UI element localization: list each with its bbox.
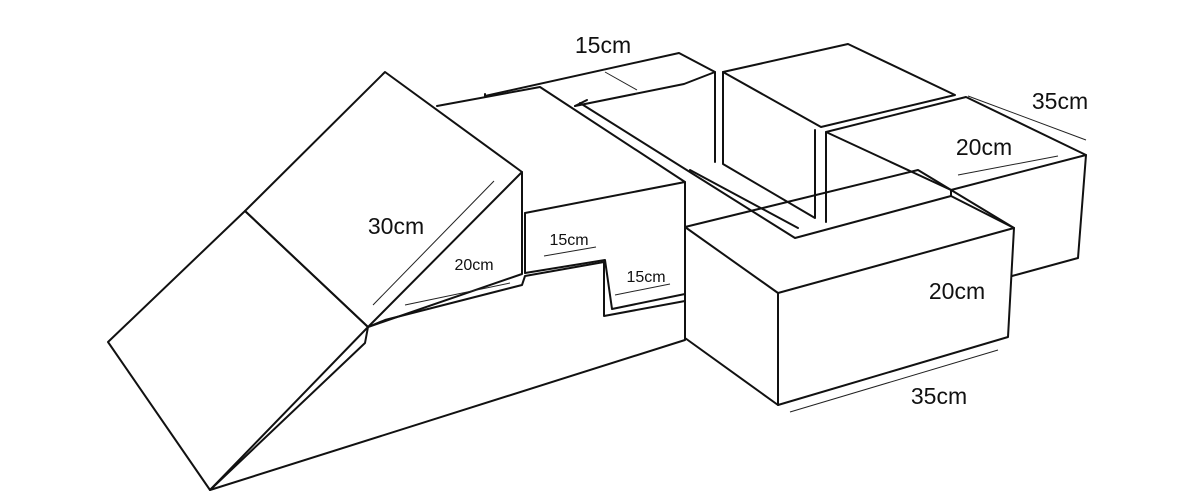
label-step-lower: 15cm xyxy=(626,269,665,286)
top-right-dimension-line xyxy=(967,95,1087,141)
channel-base xyxy=(579,102,1015,239)
label-front-block-height: 20cm xyxy=(929,278,985,304)
ramp-block xyxy=(107,210,369,491)
label-slope-length: 30cm xyxy=(368,213,424,239)
label-step-upper: 15cm xyxy=(549,232,588,249)
far-right-block xyxy=(825,96,1087,277)
label-right-block-height: 20cm xyxy=(956,134,1012,160)
front-block-dimension-line xyxy=(789,349,999,413)
top-center-block xyxy=(484,52,716,163)
label-top-length: 15cm xyxy=(575,32,631,58)
label-right-depth: 35cm xyxy=(1032,88,1088,114)
label-slope-height: 20cm xyxy=(454,257,493,274)
back-left-block xyxy=(436,86,686,183)
step-block xyxy=(524,181,686,310)
back-right-block xyxy=(722,43,956,219)
label-front-block-length: 35cm xyxy=(911,383,967,409)
right-block-dimension-line xyxy=(957,155,1059,176)
wedge-block xyxy=(244,71,523,328)
